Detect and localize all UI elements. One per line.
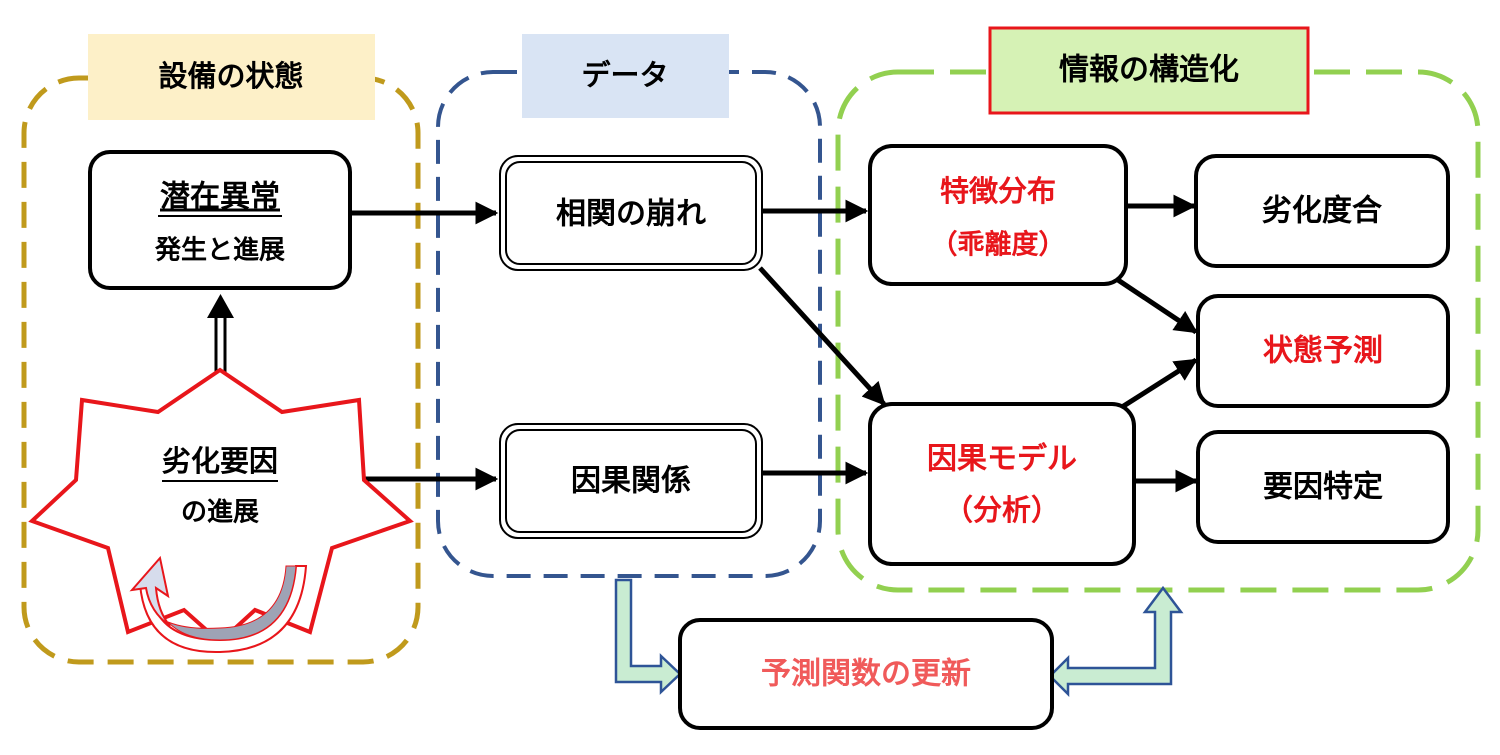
node-causal-model-title: 因果モデル (927, 442, 1077, 477)
node-state-prediction-label: 状態予測 (1263, 334, 1383, 369)
arrow-correlation-to-causal-model (758, 266, 886, 406)
node-degradation-factor-subtitle: の進展 (181, 498, 259, 528)
node-degradation-factor-title: 劣化要因 (162, 444, 278, 478)
node-degradation-degree (1194, 154, 1450, 268)
node-feature-distribution-subtitle: （乖離度） (931, 229, 1066, 261)
node-correlation-break (499, 155, 763, 271)
node-latent-anomaly-title: 潜在異常 (160, 180, 280, 215)
loop-arrow-icon (129, 555, 308, 654)
node-correlation-break-inner (505, 161, 757, 265)
node-factor-identification (1196, 430, 1450, 544)
node-prediction-update-label: 予測関数の更新 (761, 657, 971, 692)
arrow-causal-model-to-state-prediction (1120, 357, 1198, 410)
group-data (436, 70, 822, 578)
node-degradation-degree-label: 劣化度合 (1262, 194, 1382, 229)
node-causality-inner (505, 429, 757, 533)
group-label-box-equipment-state (88, 34, 375, 120)
node-causality (499, 423, 763, 539)
node-latent-anomaly-subtitle: 発生と進展 (154, 236, 285, 266)
node-causal-model-subtitle: （分析） (944, 493, 1060, 527)
node-feature-distribution-title: 特徴分布 (940, 174, 1056, 208)
arrow-factor-to-anomaly (207, 294, 234, 374)
group-label-equipment-state: 設備の状態 (158, 59, 303, 93)
node-prediction-update (678, 618, 1054, 730)
arrow-feature-to-state-prediction (1116, 277, 1198, 335)
group-label-box-data (522, 34, 729, 118)
node-feature-distribution (868, 144, 1128, 286)
node-causality-label: 因果関係 (571, 464, 691, 499)
group-label-data: データ (581, 58, 668, 92)
group-label-structuring: 情報の構造化 (1059, 53, 1239, 88)
node-causal-model (868, 402, 1136, 566)
update-arrow-to-structuring (1048, 585, 1184, 698)
update-arrow-from-data (614, 578, 682, 695)
group-label-box-structuring (988, 26, 1310, 115)
node-latent-anomaly (88, 150, 352, 290)
node-correlation-break-label: 相関の崩れ (556, 197, 706, 232)
node-factor-identification-label: 要因特定 (1263, 470, 1383, 505)
node-state-prediction (1196, 294, 1450, 408)
